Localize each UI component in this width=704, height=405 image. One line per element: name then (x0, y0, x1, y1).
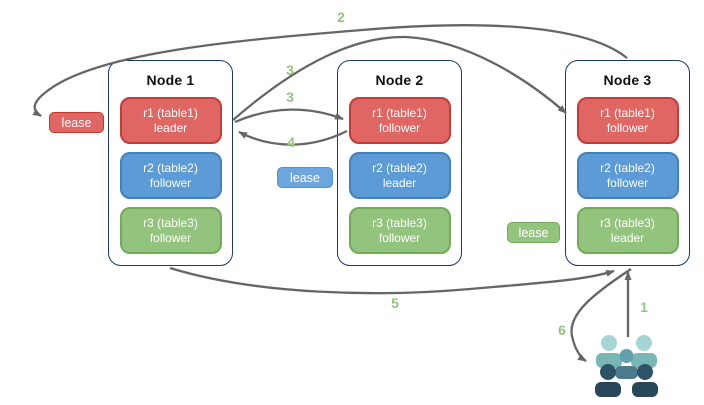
step-label-3-long: 3 (286, 62, 294, 78)
step-label-1: 1 (640, 299, 648, 315)
node-1-title: Node 1 (146, 72, 195, 88)
step-label-3-short: 3 (286, 89, 294, 105)
node1-replica-r1: r1 (table1) leader (119, 97, 222, 144)
step-label-5: 5 (391, 295, 399, 311)
replica-role: follower (378, 120, 421, 135)
node3-replica-r3: r3 (table3) leader (576, 207, 679, 254)
replica-role: leader (610, 230, 645, 245)
step-label-4: 4 (287, 134, 295, 150)
step-label-2: 2 (337, 9, 345, 25)
replica-role: follower (606, 120, 649, 135)
replica-name: r2 (table2) (600, 160, 655, 175)
replica-role: follower (149, 175, 192, 190)
node-3-box: Node 3 r1 (table1) follower r2 (table2) … (565, 60, 690, 266)
arrow-5-node1-to-node3 (169, 266, 615, 295)
replica-name: r1 (table1) (143, 105, 198, 120)
replica-role: leader (153, 120, 188, 135)
replica-name: r3 (table3) (372, 215, 427, 230)
node-3-title: Node 3 (603, 72, 652, 88)
node3-replica-r2: r2 (table2) follower (576, 152, 679, 199)
node1-replica-r2: r2 (table2) follower (119, 152, 222, 199)
node-2-box: Node 2 r1 (table1) follower r2 (table2) … (337, 60, 462, 266)
replica-name: r1 (table1) (372, 105, 427, 120)
node1-replica-r3: r3 (table3) follower (119, 207, 222, 254)
lease-badge-table2: lease (277, 167, 333, 188)
step-label-6: 6 (558, 322, 566, 338)
arrow-3-node1r1-to-node2r1 (234, 108, 344, 124)
node2-replica-r2: r2 (table2) leader (348, 152, 451, 199)
replica-role: follower (606, 175, 649, 190)
lease-badge-table1: lease (49, 112, 104, 133)
node-2-title: Node 2 (375, 72, 424, 88)
replica-role: follower (378, 230, 421, 245)
node-1-box: Node 1 r1 (table1) leader r2 (table2) fo… (108, 60, 233, 266)
users-group-icon (595, 335, 658, 397)
lease-badge-table3: lease (507, 222, 560, 243)
node2-replica-r1: r1 (table1) follower (348, 97, 451, 144)
replica-name: r3 (table3) (600, 215, 655, 230)
replica-name: r1 (table1) (600, 105, 655, 120)
node2-replica-r3: r3 (table3) follower (348, 207, 451, 254)
replica-role: follower (149, 230, 192, 245)
replica-role: leader (382, 175, 417, 190)
replica-name: r2 (table2) (143, 160, 198, 175)
replica-name: r2 (table2) (372, 160, 427, 175)
node3-replica-r1: r1 (table1) follower (576, 97, 679, 144)
replica-name: r3 (table3) (143, 215, 198, 230)
